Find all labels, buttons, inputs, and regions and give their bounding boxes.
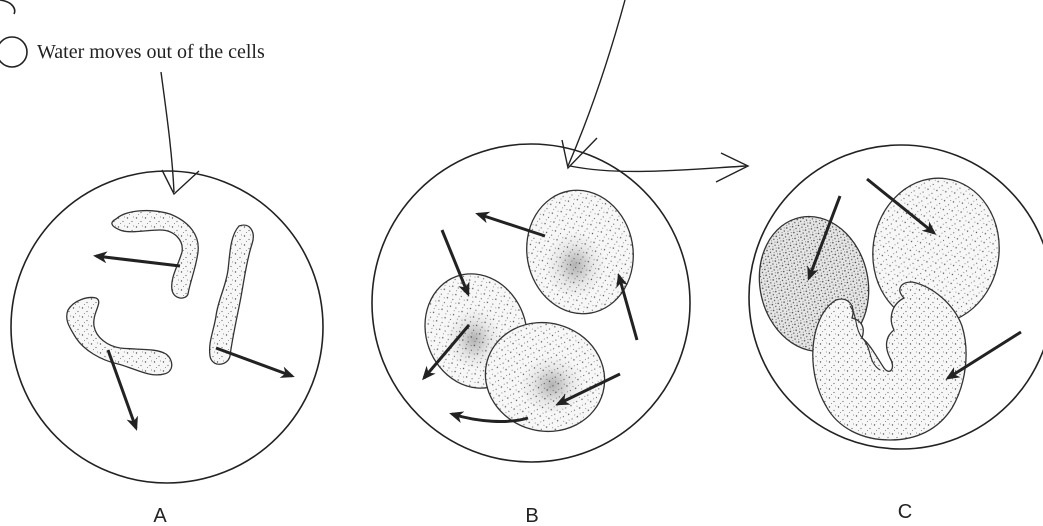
cell-b1 [517, 182, 643, 323]
radio-circle-icon[interactable] [0, 37, 27, 67]
arrow-b3 [619, 276, 637, 340]
cell-a3 [67, 298, 172, 375]
panel-label-b: B [525, 505, 538, 526]
arrow-a2 [216, 348, 292, 376]
arrow-a1 [96, 256, 180, 266]
cell-a2 [210, 225, 254, 364]
panel-a: A [11, 171, 323, 526]
panel-label-a: A [153, 505, 167, 526]
panel-b: B [372, 144, 690, 526]
option-label: Water moves out of the cells [37, 41, 265, 63]
radio-partial-icon [0, 0, 15, 14]
panel-c: C [747, 145, 1043, 523]
cell-a1 [112, 211, 198, 299]
pointer-arrow-a [161, 72, 199, 194]
answer-option[interactable]: Water moves out of the cells [0, 0, 265, 67]
panel-label-c: C [898, 501, 912, 523]
cell-c3-burst [813, 282, 966, 440]
